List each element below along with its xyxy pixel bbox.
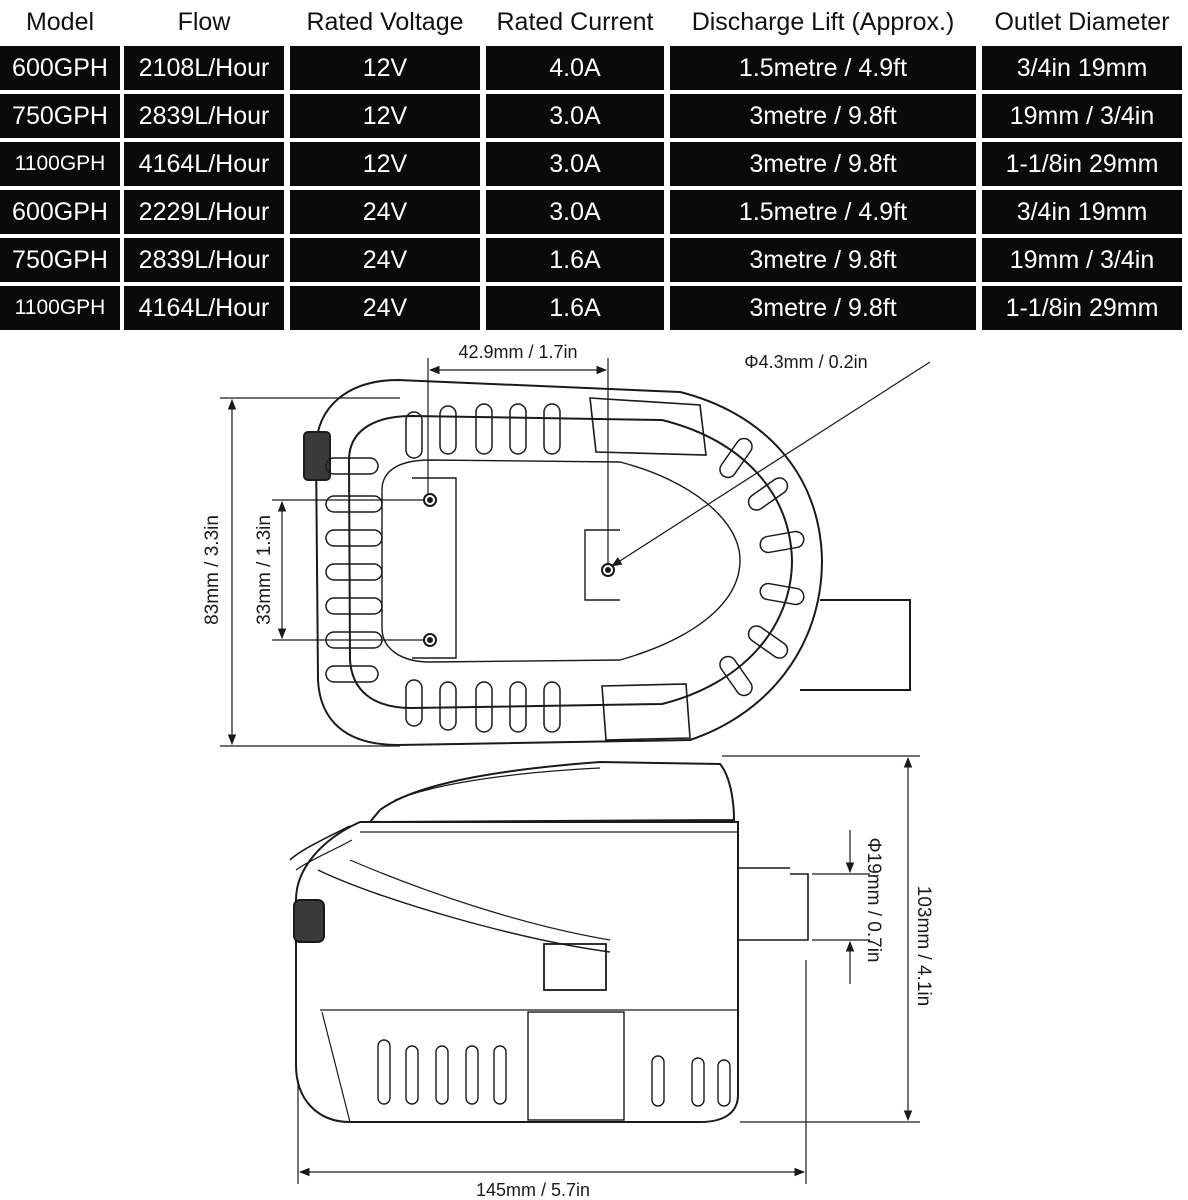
cell-voltage: 24V xyxy=(290,238,480,282)
cell-voltage: 12V xyxy=(290,142,480,186)
cell-current: 1.6A xyxy=(486,238,664,282)
cell-flow: 2229L/Hour xyxy=(124,190,284,234)
cell-voltage: 12V xyxy=(290,94,480,138)
table-row: 600GPH 2229L/Hour 24V 3.0A 1.5metre / 4.… xyxy=(0,190,1188,238)
cell-lift: 3metre / 9.8ft xyxy=(670,238,976,282)
table-row: 750GPH 2839L/Hour 12V 3.0A 3metre / 9.8f… xyxy=(0,94,1188,142)
float-switch-knob xyxy=(303,431,331,481)
top-view-dimensions xyxy=(220,358,931,747)
base-handle xyxy=(527,1011,625,1121)
dim-side-height: 103mm / 4.1in xyxy=(913,886,934,1006)
cell-model: 750GPH xyxy=(0,94,120,138)
bottom-handle xyxy=(601,683,691,741)
cell-voltage: 12V xyxy=(290,46,480,90)
power-cable xyxy=(289,825,351,861)
cell-model: 1100GPH xyxy=(0,286,120,330)
dim-hole-diameter: Φ4.3mm / 0.2in xyxy=(744,352,867,372)
cell-current: 3.0A xyxy=(486,94,664,138)
label-badge xyxy=(543,943,607,991)
cell-lift: 3metre / 9.8ft xyxy=(670,94,976,138)
cell-flow: 2839L/Hour xyxy=(124,94,284,138)
bottom-slots xyxy=(405,679,561,733)
lid-cap xyxy=(367,760,736,824)
cell-flow: 2108L/Hour xyxy=(124,46,284,90)
header-model: Model xyxy=(0,0,120,44)
dim-hole-spacing: 33mm / 1.3in xyxy=(254,515,275,625)
right-slots xyxy=(719,437,805,697)
table-row: 600GPH 2108L/Hour 12V 4.0A 1.5metre / 4.… xyxy=(0,46,1188,94)
dim-top-height: 83mm / 3.3in xyxy=(202,515,223,625)
outlet-stub xyxy=(800,599,911,691)
cell-voltage: 24V xyxy=(290,190,480,234)
housing-body xyxy=(295,821,739,1123)
center-clip xyxy=(584,529,620,601)
cell-voltage: 24V xyxy=(290,286,480,330)
cell-current: 3.0A xyxy=(486,142,664,186)
header-flow: Flow xyxy=(124,0,284,44)
pump-top-view xyxy=(303,378,911,747)
cell-model: 750GPH xyxy=(0,238,120,282)
cell-lift: 3metre / 9.8ft xyxy=(670,142,976,186)
header-lift: Discharge Lift (Approx.) xyxy=(670,0,976,44)
cell-current: 3.0A xyxy=(486,190,664,234)
inner-floor xyxy=(381,459,741,663)
cell-lift: 1.5metre / 4.9ft xyxy=(670,46,976,90)
cell-outlet: 3/4in 19mm xyxy=(982,190,1182,234)
inner-rim xyxy=(347,414,794,710)
side-switch-knob xyxy=(293,899,325,943)
cell-outlet: 3/4in 19mm xyxy=(982,46,1182,90)
dim-outlet-diameter: Φ19mm / 0.7in xyxy=(863,838,884,963)
cell-outlet: 19mm / 3/4in xyxy=(982,238,1182,282)
cell-flow: 4164L/Hour xyxy=(124,286,284,330)
pump-side-view xyxy=(289,760,809,1123)
cell-lift: 3metre / 9.8ft xyxy=(670,286,976,330)
cell-flow: 2839L/Hour xyxy=(124,238,284,282)
cell-current: 4.0A xyxy=(486,46,664,90)
base-slots xyxy=(377,1039,731,1107)
side-view-dimensions xyxy=(297,755,920,1184)
dim-mount-spacing: 42.9mm / 1.7in xyxy=(458,342,577,362)
header-voltage: Rated Voltage xyxy=(290,0,480,44)
mount-bracket xyxy=(412,477,457,659)
table-header-row: Model Flow Rated Voltage Rated Current D… xyxy=(0,0,1188,48)
cell-outlet: 1-1/8in 29mm xyxy=(982,286,1182,330)
left-slots xyxy=(325,457,383,683)
cell-model: 1100GPH xyxy=(0,142,120,186)
cell-current: 1.6A xyxy=(486,286,664,330)
table-row: 1100GPH 4164L/Hour 24V 1.6A 3metre / 9.8… xyxy=(0,286,1188,334)
cell-flow: 4164L/Hour xyxy=(124,142,284,186)
table-row: 750GPH 2839L/Hour 24V 1.6A 3metre / 9.8f… xyxy=(0,238,1188,286)
cell-lift: 1.5metre / 4.9ft xyxy=(670,190,976,234)
header-current: Rated Current xyxy=(486,0,664,44)
cell-outlet: 1-1/8in 29mm xyxy=(982,142,1182,186)
cell-outlet: 19mm / 3/4in xyxy=(982,94,1182,138)
cell-model: 600GPH xyxy=(0,46,120,90)
header-outlet: Outlet Diameter xyxy=(982,0,1182,44)
body-outline xyxy=(314,378,824,747)
spec-table: Model Flow Rated Voltage Rated Current D… xyxy=(0,0,1188,330)
table-row: 1100GPH 4164L/Hour 12V 3.0A 3metre / 9.8… xyxy=(0,142,1188,190)
side-outlet xyxy=(738,867,809,941)
cell-model: 600GPH xyxy=(0,190,120,234)
top-slots xyxy=(405,403,561,459)
dim-overall-length: 145mm / 5.7in xyxy=(476,1180,590,1200)
top-handle xyxy=(589,397,707,456)
